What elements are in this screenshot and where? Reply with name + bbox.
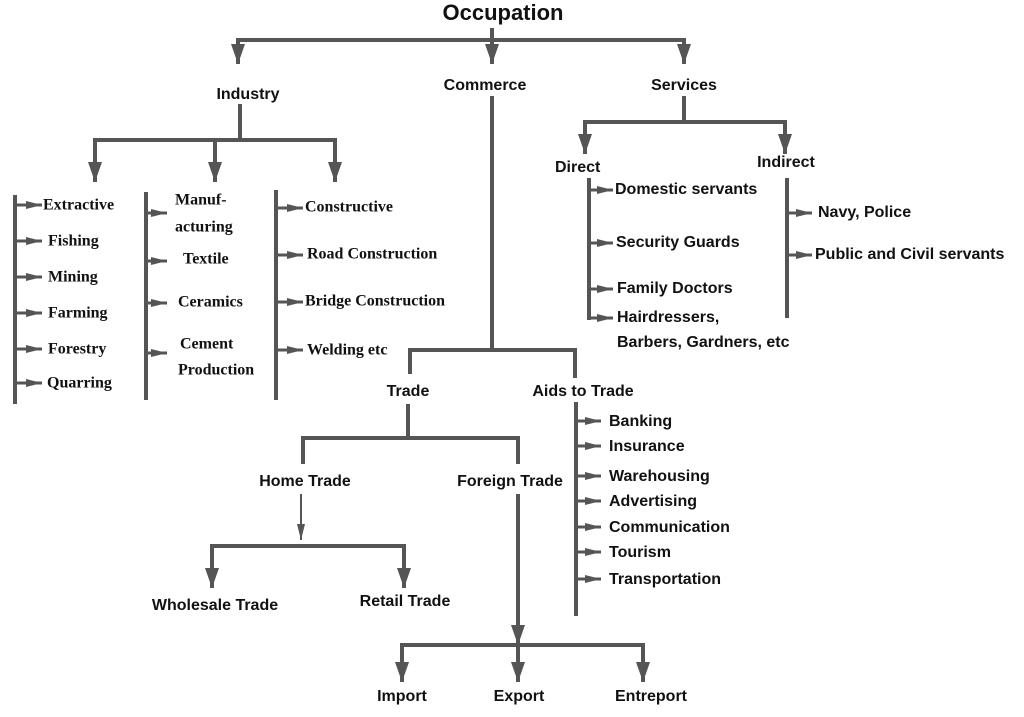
list-item: Bridge Construction [305, 293, 445, 310]
list-item: Domestic servants [615, 181, 757, 198]
direct-services-list: Domestic servants Security Guards Family… [615, 181, 790, 351]
list-item: Communication [609, 519, 730, 536]
entreport-label: Entreport [615, 688, 688, 705]
list-item: Extractive [43, 197, 114, 214]
industry-label: Industry [216, 86, 279, 103]
services-label: Services [651, 77, 717, 94]
list-item: Fishing [48, 233, 99, 250]
aids-to-trade-label: Aids to Trade [532, 383, 633, 400]
list-item: acturing [175, 219, 233, 236]
list-item: Production [178, 362, 254, 379]
constructive-list: Constructive Road Construction Bridge Co… [305, 199, 445, 359]
export-label: Export [494, 688, 545, 705]
import-label: Import [377, 688, 427, 705]
indirect-services-list: Navy, Police Public and Civil servants [815, 204, 1005, 263]
list-item: Advertising [609, 493, 697, 510]
list-item: Manuf- [175, 192, 227, 209]
trade-label: Trade [387, 383, 430, 400]
diagram-title: Occupation [442, 0, 563, 25]
home-trade-label: Home Trade [259, 473, 351, 490]
foreign-trade-label: Foreign Trade [457, 473, 563, 490]
list-item: Quarring [47, 375, 112, 392]
list-item: Cement [180, 336, 234, 353]
list-item: Hairdressers, [617, 309, 719, 326]
list-item: Insurance [609, 438, 685, 455]
list-item: Transportation [609, 571, 721, 588]
industry-connectors [13, 104, 342, 404]
list-item: Ceramics [178, 294, 243, 311]
list-item: Public and Civil servants [815, 246, 1005, 263]
top-connectors [231, 28, 691, 64]
list-item: Tourism [609, 544, 671, 561]
extractive-list: Extractive Fishing Mining Farming Forest… [43, 197, 114, 392]
list-item: Navy, Police [818, 204, 911, 221]
wholesale-trade-label: Wholesale Trade [152, 597, 278, 614]
list-item: Constructive [305, 199, 393, 216]
direct-label: Direct [555, 159, 601, 176]
list-item: Barbers, Gardners, etc [617, 334, 790, 351]
retail-trade-label: Retail Trade [360, 593, 451, 610]
manufacturing-list: Manuf- acturing Textile Ceramics Cement … [175, 192, 254, 379]
list-item: Family Doctors [617, 280, 733, 297]
commerce-connectors [205, 96, 650, 682]
list-item: Warehousing [609, 468, 710, 485]
list-item: Textile [183, 251, 229, 268]
list-item: Forestry [48, 341, 106, 358]
indirect-label: Indirect [757, 154, 815, 171]
list-item: Road Construction [307, 246, 437, 263]
aids-to-trade-list: Banking Insurance Warehousing Advertisin… [609, 413, 730, 588]
list-item: Security Guards [616, 234, 740, 251]
services-connectors [578, 96, 812, 322]
commerce-label: Commerce [444, 77, 527, 94]
list-item: Mining [48, 269, 98, 286]
list-item: Farming [48, 305, 108, 322]
list-item: Welding etc [307, 342, 387, 359]
list-item: Banking [609, 413, 672, 430]
